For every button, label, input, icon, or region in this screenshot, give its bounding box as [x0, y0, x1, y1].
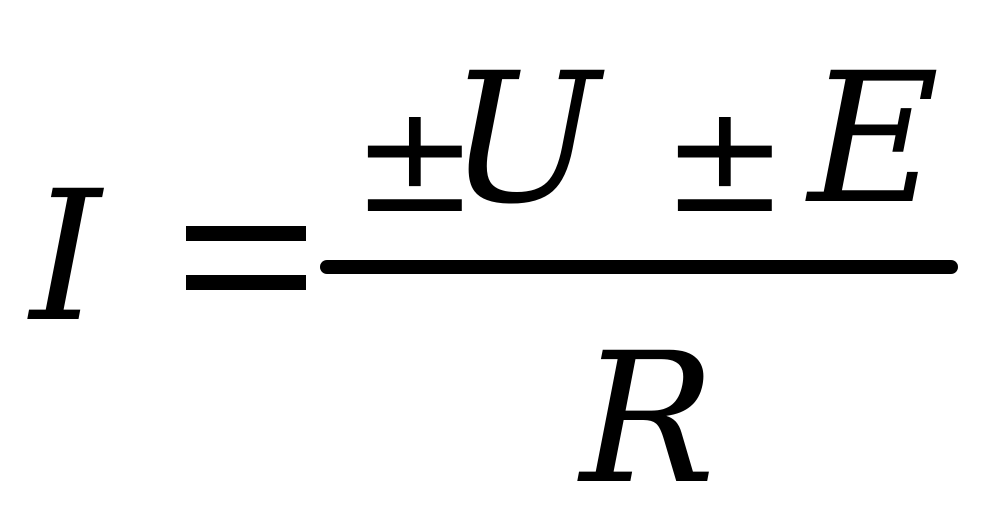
- resistance-variable: R: [580, 315, 716, 524]
- equals-sign-top-bar: [186, 226, 306, 241]
- plus-minus-sign-2: ±: [662, 73, 788, 247]
- fraction-bar: [320, 260, 958, 274]
- plus-minus-sign-1: ±: [352, 73, 478, 247]
- equals-sign-bottom-bar: [186, 275, 306, 290]
- current-variable: I: [30, 153, 102, 362]
- ohms-law-formula: I ± U ± E R: [30, 35, 958, 524]
- emf-variable: E: [808, 35, 940, 244]
- voltage-variable: U: [448, 35, 600, 244]
